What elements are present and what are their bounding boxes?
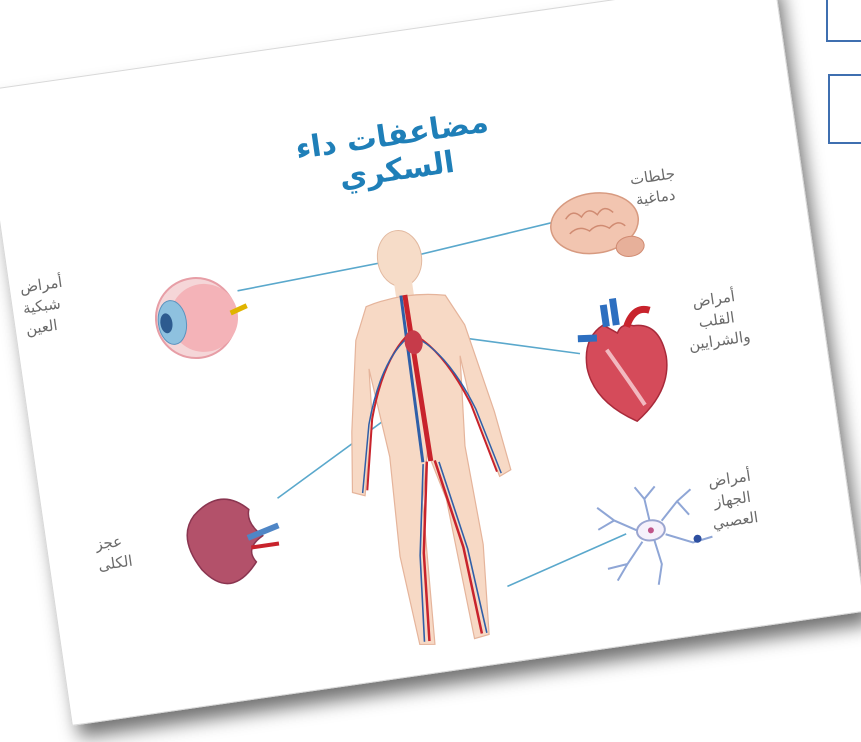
diagram-canvas [0,0,861,725]
label-heart: أمراض القلب والشرايين [668,283,766,358]
heart-icon [573,292,675,428]
connector-nerves [502,534,631,586]
label-nerves: أمراض الجهاز العصبي [683,462,781,537]
connector-eye [236,260,396,291]
eye-icon [151,271,253,363]
connector-brain [397,219,568,259]
kidney-icon [182,492,285,589]
diagram-card[interactable]: مضاعفات داء السكري جلطات دماغية أمراض ال… [0,0,861,726]
frame-box-middle [828,74,861,144]
label-kidney: عجز الكلى [94,528,147,576]
label-eye: أمراض شبكية العين [18,270,82,340]
human-body-icon [316,219,534,653]
frame-box-top [826,0,861,42]
